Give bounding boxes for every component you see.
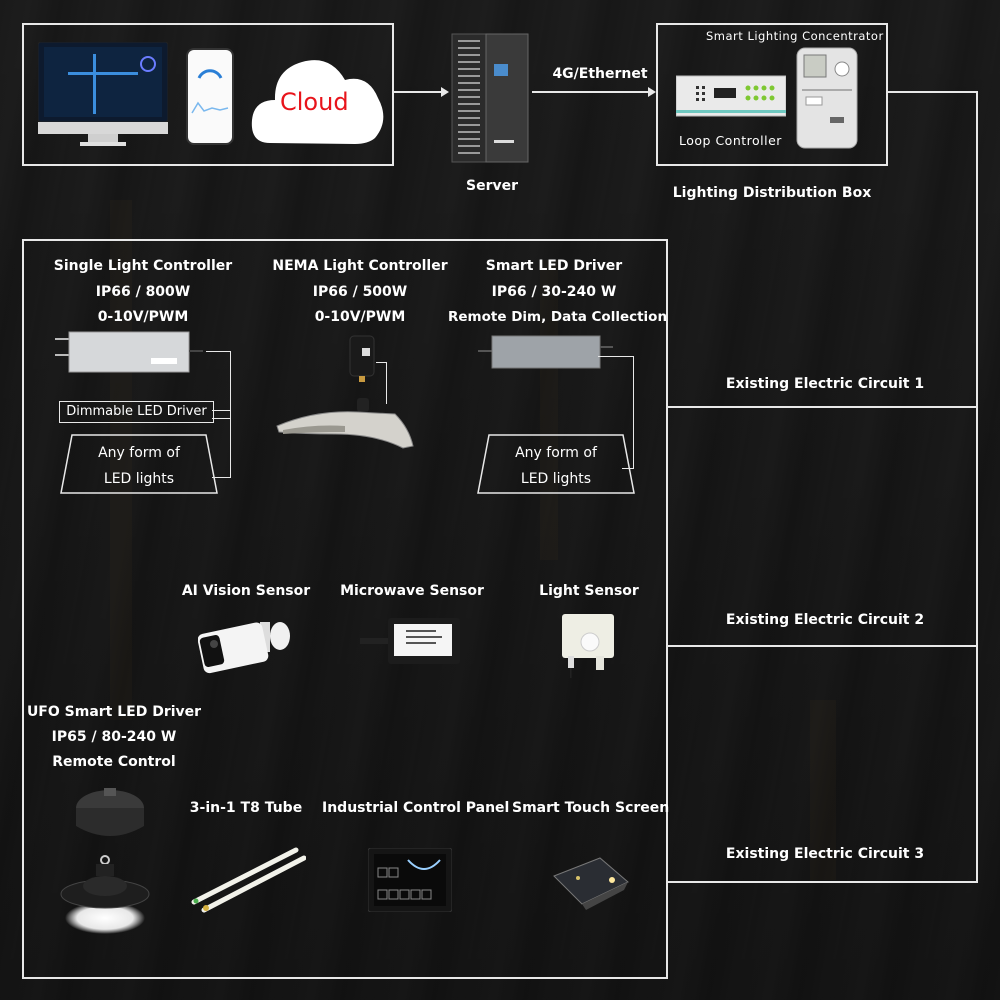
microwave-sensor-icon: [360, 616, 462, 666]
led-lights-box-2: Any form of LED lights: [477, 434, 635, 494]
circuit-3-box: [666, 645, 978, 883]
circuit-2-label: Existing Electric Circuit 2: [725, 612, 925, 628]
cloud-label: Cloud: [280, 88, 349, 116]
monitor-icon: [37, 41, 169, 147]
ufo-driver-name: UFO Smart LED Driver: [26, 704, 202, 720]
microwave-sensor-label: Microwave Sensor: [340, 583, 484, 599]
connector-driver-1: [212, 418, 230, 419]
led-lights-line2: LED lights: [103, 471, 175, 487]
cloud-icon: [250, 48, 386, 146]
led-lights-line1: Any form of: [98, 445, 180, 461]
smartphone-icon: [186, 48, 234, 145]
light-sensor-icon: [558, 612, 618, 680]
led-lights-box-1: Any form of LED lights: [60, 434, 218, 494]
single-controller-control: 0-10V/PWM: [97, 309, 189, 325]
concentrator-icon: [796, 47, 858, 149]
connector-cloud-server: [394, 91, 442, 93]
arrow-icon: [441, 87, 449, 97]
arrow-icon: [648, 87, 656, 97]
connector-driver-1: [212, 410, 230, 411]
single-controller-spec: IP66 / 800W: [95, 284, 191, 300]
ufo-driver-control: Remote Control: [52, 754, 176, 770]
field-devices-box: [22, 239, 668, 979]
connector-nema: [386, 362, 387, 404]
distribution-box: [656, 23, 888, 166]
circuit-1-label: Existing Electric Circuit 1: [725, 376, 925, 392]
background-beam: [110, 200, 132, 720]
nema-controller-name: NEMA Light Controller: [272, 258, 448, 274]
circuit-3-label: Existing Electric Circuit 3: [725, 846, 925, 862]
connector-smart-driver: [633, 356, 634, 468]
ai-vision-sensor-label: AI Vision Sensor: [181, 583, 311, 599]
led-lights-line2: LED lights: [520, 471, 592, 487]
server-rack-icon: [450, 30, 532, 165]
single-light-controller-icon: [55, 330, 205, 375]
ufo-driver-icon: [70, 786, 150, 842]
smart-driver-control: Remote Dim, Data Collection: [448, 309, 668, 325]
industrial-panel-label: Industrial Control Panel: [322, 800, 510, 816]
led-lights-line1: Any form of: [515, 445, 597, 461]
connector-nema: [376, 362, 386, 363]
light-sensor-label: Light Sensor: [539, 583, 639, 599]
server-label: Server: [465, 178, 518, 194]
ufo-driver-spec: IP65 / 80-240 W: [51, 729, 177, 745]
connector-distribution-circuits: [888, 91, 978, 93]
connector-driver-1: [206, 351, 230, 352]
circuit-2-box: [666, 406, 978, 647]
background-beam: [810, 700, 836, 880]
nema-controller-icon: [348, 334, 376, 384]
dimmable-driver-label: Dimmable LED Driver: [66, 404, 207, 419]
industrial-control-panel-icon: [367, 847, 453, 913]
smart-touch-screen-icon: [550, 856, 630, 912]
street-light-icon: [275, 398, 415, 460]
smart-led-driver-icon: [478, 334, 613, 370]
nema-controller-spec: IP66 / 500W: [312, 284, 408, 300]
link-label: 4G/Ethernet: [552, 66, 648, 82]
smart-driver-name: Smart LED Driver: [485, 258, 623, 274]
connector-smart-driver: [622, 468, 634, 469]
dimmable-driver-box: [59, 401, 214, 423]
connector-driver-1: [230, 351, 231, 478]
nema-controller-control: 0-10V/PWM: [314, 309, 406, 325]
distribution-box-title: Lighting Distribution Box: [672, 185, 872, 201]
loop-controller-label: Loop Controller: [679, 133, 782, 148]
smart-touch-screen-label: Smart Touch Screen: [512, 800, 670, 816]
connector-smart-driver: [598, 356, 633, 357]
t8-tube-icon: [190, 846, 307, 914]
single-controller-name: Single Light Controller: [53, 258, 233, 274]
concentrator-label: Smart Lighting Concentrator: [706, 29, 884, 43]
connector-driver-1: [212, 477, 230, 478]
t8-tube-label: 3-in-1 T8 Tube: [189, 800, 303, 816]
ufo-high-bay-light-icon: [58, 852, 152, 936]
cloud-platform-box: [22, 23, 394, 166]
connector-server-distribution: [532, 91, 650, 93]
loop-controller-icon: [675, 74, 787, 120]
camera-icon: [197, 614, 294, 676]
smart-driver-spec: IP66 / 30-240 W: [491, 284, 617, 300]
background-beam: [540, 260, 558, 560]
